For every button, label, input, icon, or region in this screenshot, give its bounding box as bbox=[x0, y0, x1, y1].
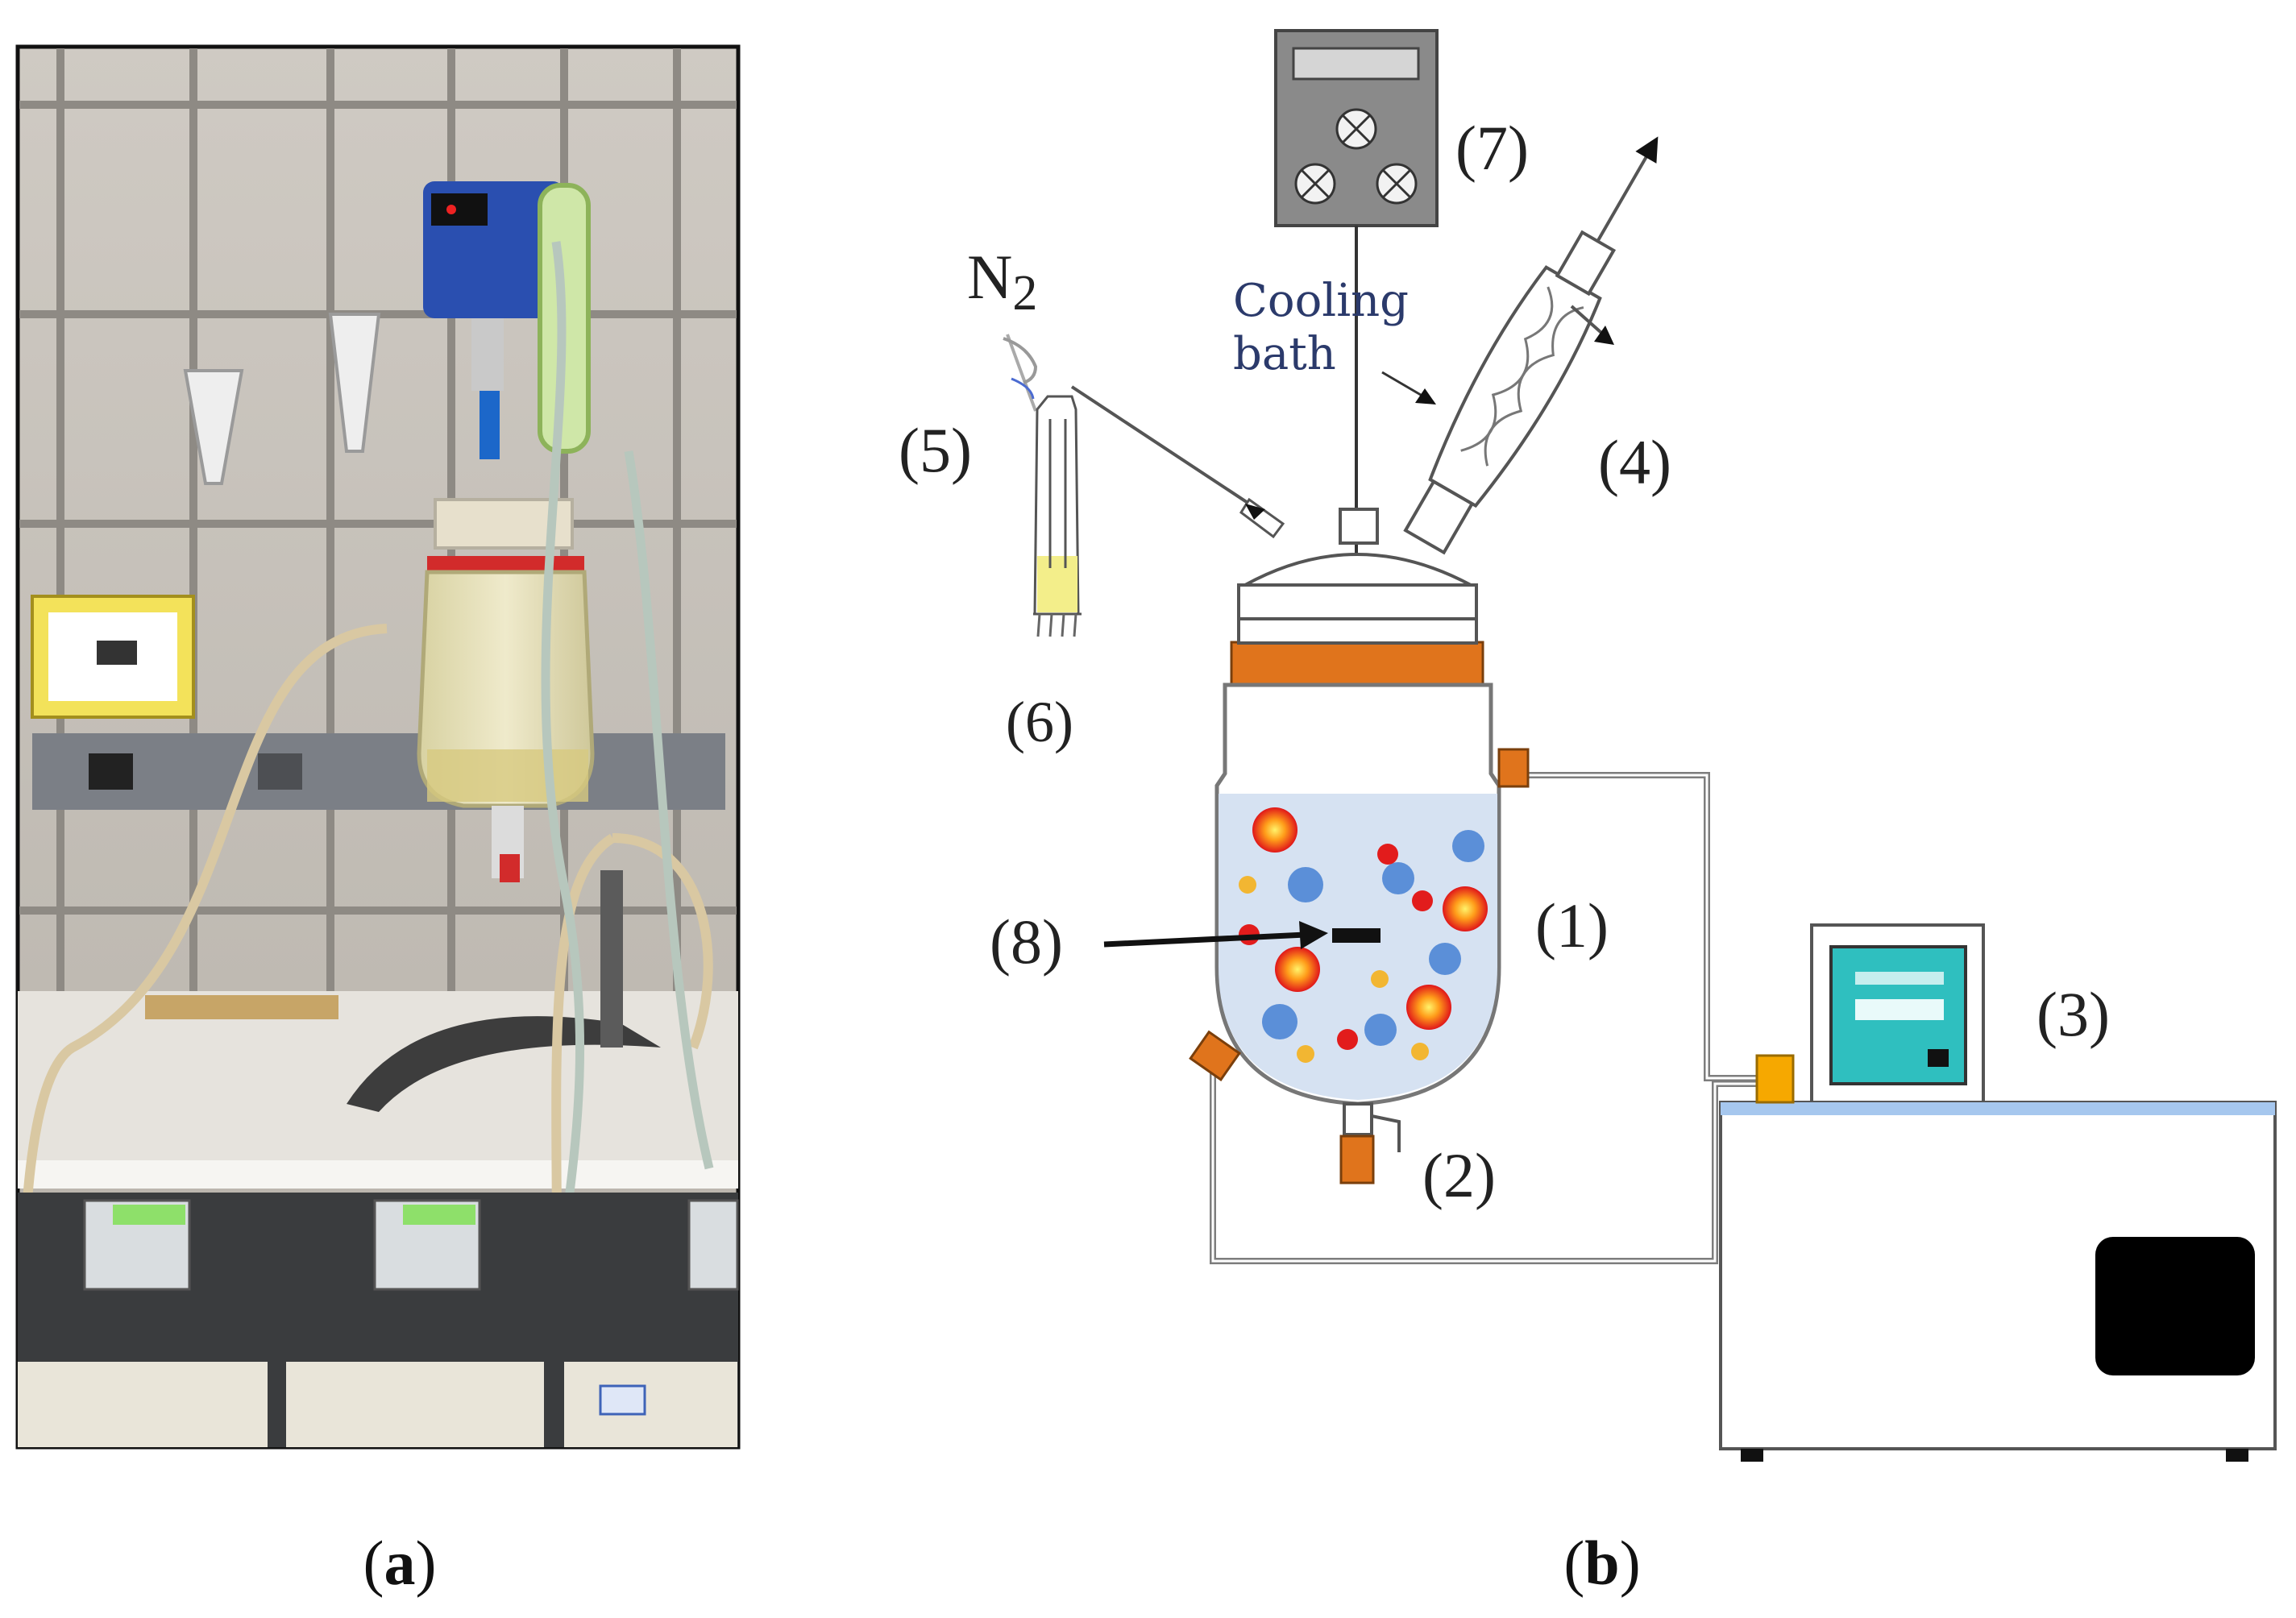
vessel-flange bbox=[1230, 641, 1484, 686]
controller-knob-icon bbox=[1376, 163, 1418, 205]
caption-b-close: ) bbox=[1620, 1528, 1641, 1598]
label-stir-bar: (8) bbox=[990, 906, 1063, 977]
drain-valve bbox=[1339, 1135, 1375, 1184]
caption-panel-b: (b) bbox=[1563, 1528, 1640, 1598]
label-drain-valve: (2) bbox=[1422, 1140, 1496, 1210]
label-bubbler: (6) bbox=[1006, 690, 1073, 754]
nitrogen-base: N bbox=[967, 242, 1012, 312]
power-strip bbox=[32, 733, 725, 810]
bath-window bbox=[2095, 1237, 2255, 1375]
caption-a-open: ( bbox=[363, 1528, 384, 1598]
particle bbox=[1364, 1014, 1397, 1046]
particle bbox=[1252, 807, 1297, 853]
label-gas-inlet: (5) bbox=[899, 415, 972, 485]
particle bbox=[1443, 886, 1488, 931]
panel-b-schematic: (7) (4) (5) (6) (1) (8) (2) (3) N2 Cooli… bbox=[899, 29, 2277, 1462]
caption-b-open: ( bbox=[1563, 1528, 1584, 1598]
caption-a-close: ) bbox=[416, 1528, 437, 1598]
panel-a-photo bbox=[15, 44, 741, 1450]
controller-knob-icon bbox=[1294, 163, 1336, 205]
thermostatic-bath bbox=[1719, 923, 2277, 1462]
label-cooling-line1: Cooling bbox=[1233, 275, 1409, 327]
particle bbox=[1337, 1029, 1358, 1050]
label-stirrer-controller: (7) bbox=[1455, 113, 1529, 183]
label-cooling-line2: bath bbox=[1233, 328, 1336, 380]
label-reactor: (1) bbox=[1535, 890, 1609, 960]
gas-bubbler bbox=[1006, 334, 1285, 637]
reflux-condenser bbox=[1403, 136, 1659, 555]
jacket-outlet-port bbox=[1497, 748, 1530, 788]
particle bbox=[1297, 1045, 1314, 1063]
particle bbox=[1382, 862, 1414, 894]
stirrer-controller bbox=[1274, 29, 1439, 227]
label-thermostatic-bath: (3) bbox=[2037, 979, 2110, 1049]
particle bbox=[1429, 943, 1461, 975]
label-nitrogen: N2 bbox=[967, 242, 1037, 321]
particle bbox=[1275, 947, 1320, 992]
particle bbox=[1371, 970, 1389, 988]
particle bbox=[1411, 1043, 1429, 1060]
particle bbox=[1262, 1004, 1297, 1039]
caption-b-letter: b bbox=[1584, 1528, 1619, 1598]
particle bbox=[1412, 890, 1433, 911]
caption-panel-a: (a) bbox=[363, 1528, 437, 1598]
bath-connector bbox=[1755, 1054, 1795, 1104]
jacket-inlet-port bbox=[1189, 1030, 1241, 1081]
particle bbox=[1452, 830, 1484, 862]
nitrogen-subscript: 2 bbox=[1012, 266, 1037, 321]
particle bbox=[1377, 844, 1398, 865]
caption-a-letter: a bbox=[384, 1528, 416, 1598]
particle bbox=[1239, 876, 1256, 894]
stir-bar bbox=[1332, 928, 1381, 943]
label-condenser: (4) bbox=[1598, 427, 1671, 497]
stir-bar-arrow bbox=[1103, 931, 1306, 948]
particle bbox=[1406, 985, 1451, 1030]
controller-knob-icon bbox=[1335, 108, 1377, 150]
particle bbox=[1288, 867, 1323, 902]
